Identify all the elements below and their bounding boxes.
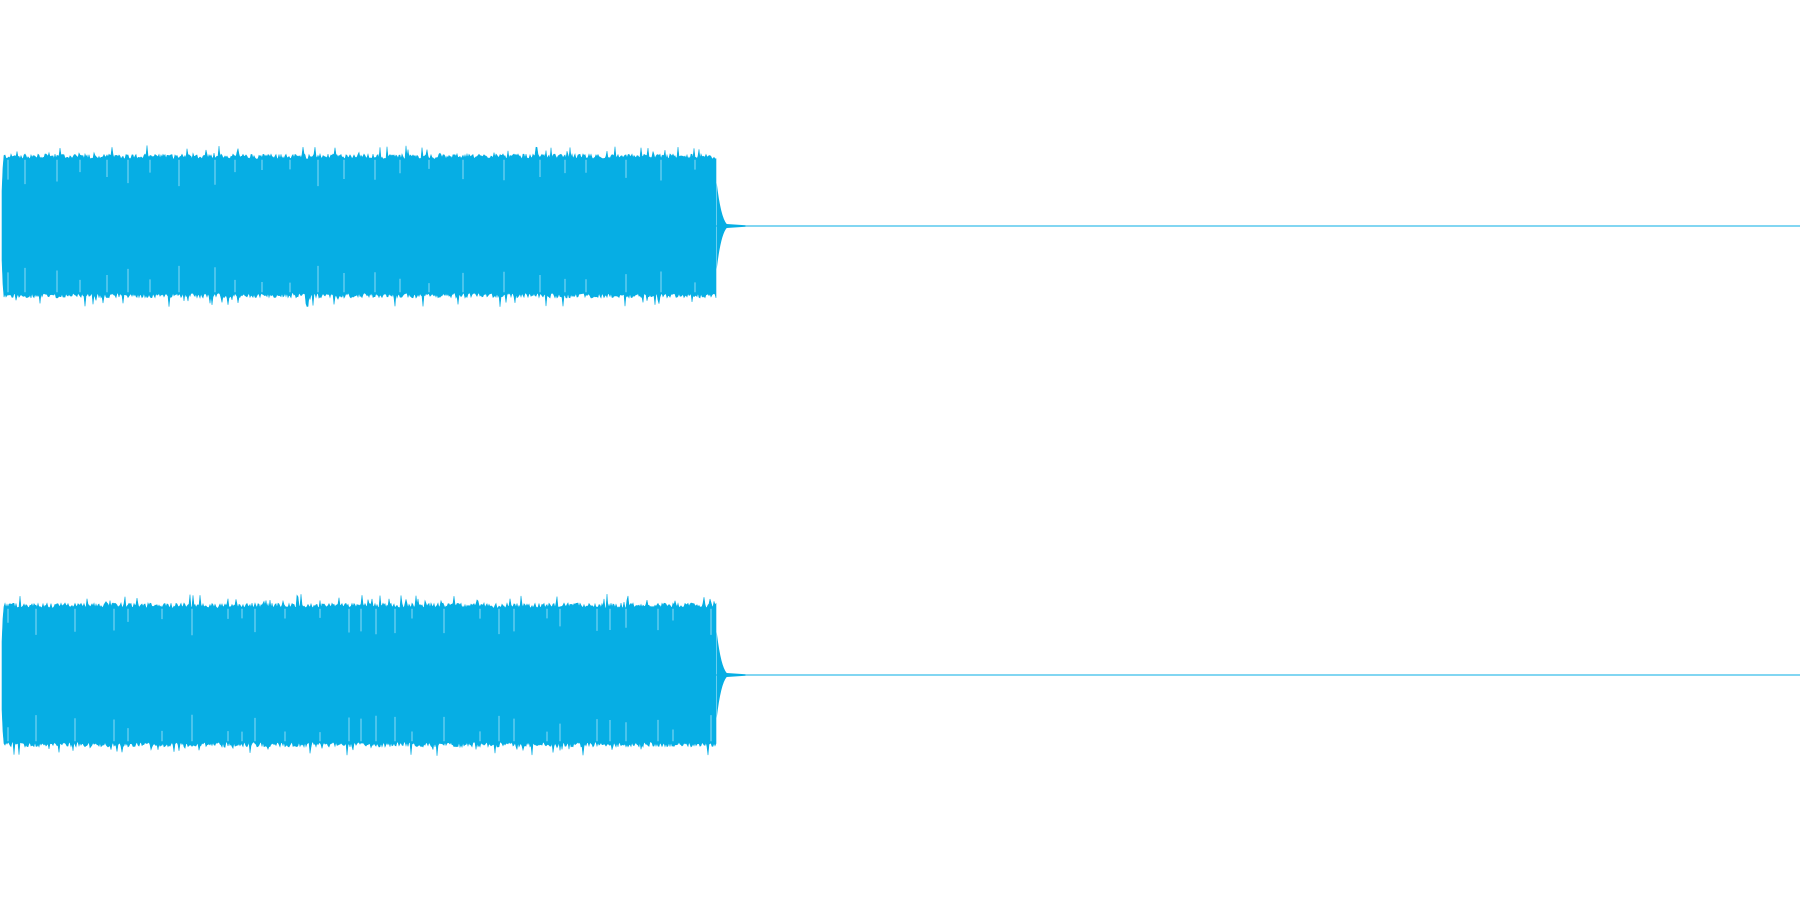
channel-1-tail	[716, 182, 746, 270]
channel-2-tail-blip	[719, 672, 728, 678]
channel-1-tail-blip	[719, 223, 728, 229]
channel-2	[1, 593, 1800, 756]
channels-layer	[1, 145, 1800, 756]
channel-1	[1, 145, 1800, 307]
channel-2-tail	[716, 631, 746, 719]
channel-1-waveform	[1, 145, 717, 307]
channel-2-waveform	[1, 593, 717, 756]
